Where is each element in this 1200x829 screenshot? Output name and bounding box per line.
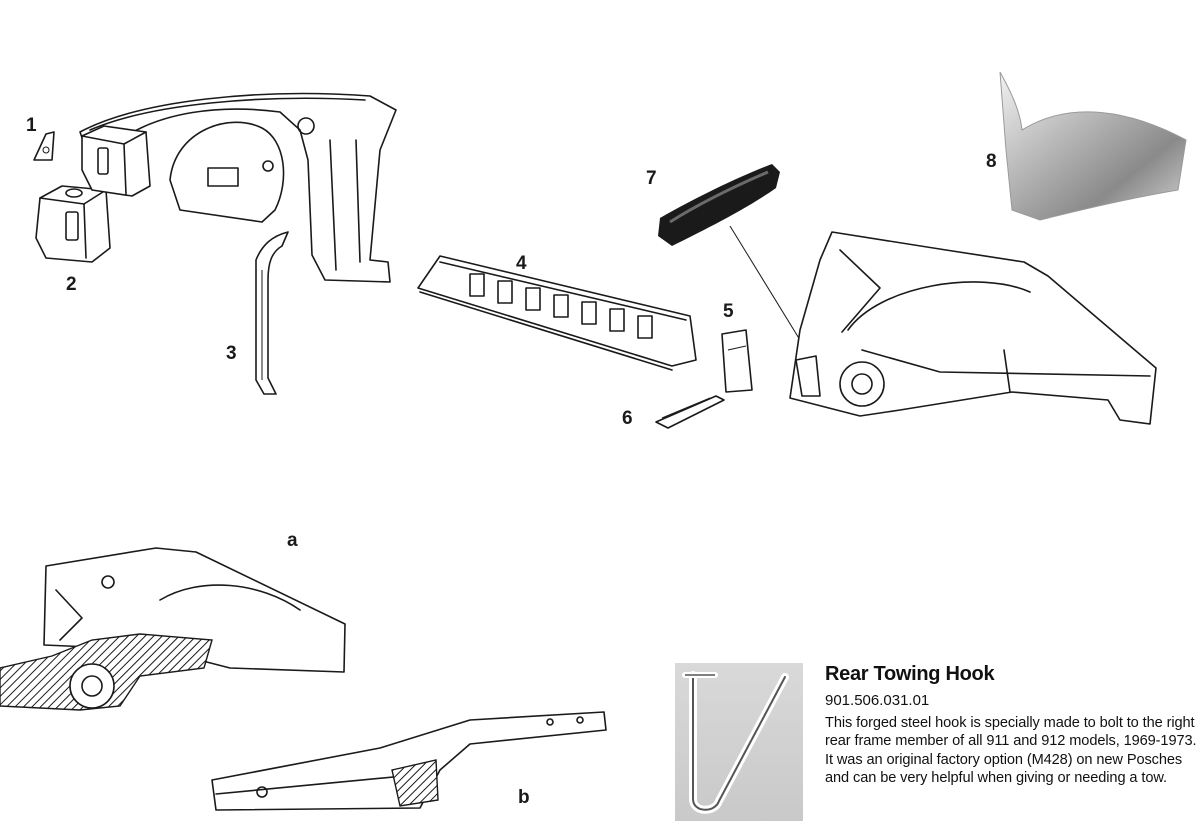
figure-a-quarter-panel xyxy=(0,547,346,711)
part-7-trim-piece xyxy=(658,164,801,341)
towing-hook-title: Rear Towing Hook xyxy=(825,663,995,685)
towing-hook-part-number: 901.506.031.01 xyxy=(825,692,930,709)
part-5-plate xyxy=(721,329,753,393)
callout-3: 3 xyxy=(226,343,237,364)
towing-hook-description: This forged steel hook is specially made… xyxy=(825,715,1197,787)
callout-b: b xyxy=(518,787,530,808)
callout-2: 2 xyxy=(66,274,77,295)
part-6-bracket xyxy=(655,395,725,429)
callout-5: 5 xyxy=(723,301,734,322)
callout-7: 7 xyxy=(646,168,657,189)
callout-6: 6 xyxy=(622,408,633,429)
callout-8: 8 xyxy=(986,151,997,172)
part-2-fuel-tank xyxy=(35,185,111,263)
part-3-seal-strip xyxy=(255,231,289,395)
callout-4: 4 xyxy=(516,253,527,274)
towing-hook-icon xyxy=(682,671,789,814)
towing-hook-photo xyxy=(675,663,803,821)
rear-quarter-panel xyxy=(789,231,1157,425)
part-8-rear-panel-photo xyxy=(999,71,1187,221)
callout-1: 1 xyxy=(26,115,37,136)
front-inner-fender xyxy=(79,92,397,283)
callout-a: a xyxy=(287,530,298,551)
part-1-bracket xyxy=(33,131,55,161)
part-4-rocker-panel xyxy=(417,255,697,371)
figure-b-frame-member xyxy=(211,711,607,811)
